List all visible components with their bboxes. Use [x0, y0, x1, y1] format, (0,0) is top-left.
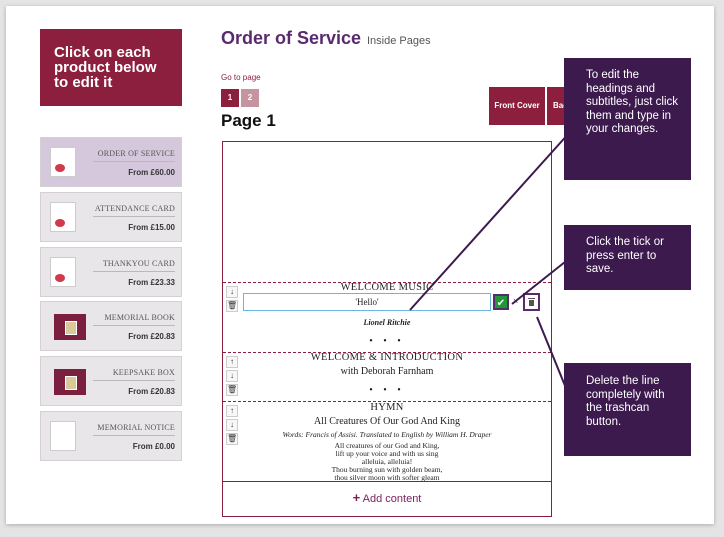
front-cover-tab[interactable]: Front Cover: [489, 87, 545, 125]
product-price: From £60.00: [128, 168, 175, 177]
product-name: MEMORIAL NOTICE: [97, 423, 175, 432]
section-heading[interactable]: WELCOME MUSIC: [340, 282, 434, 293]
artist-line[interactable]: Lionel Ritchie: [363, 318, 411, 327]
delete-block-icon[interactable]: 🗑: [226, 300, 238, 312]
product-thankyou-card[interactable]: THANKYOU CARD From £23.33: [40, 247, 182, 297]
attendance-card-thumbnail: [50, 202, 76, 232]
section-heading[interactable]: WELCOME & INTRODUCTION: [310, 352, 464, 363]
thankyou-card-thumbnail: [50, 257, 76, 287]
page-editor: ↓ 🗑 WELCOME MUSIC 'Hello' ✔ × Lionel Rit…: [222, 141, 552, 517]
order-of-service-thumbnail: [50, 147, 76, 177]
memorial-book-thumbnail: [54, 314, 86, 340]
tooltip-edit-headings: To edit the headings and subtitles, just…: [564, 58, 691, 180]
add-content-button[interactable]: + Add content: [223, 481, 551, 513]
product-name: ATTENDANCE CARD: [94, 204, 175, 213]
delete-block-icon[interactable]: 🗑: [226, 384, 238, 396]
go-to-page-label: Go to page: [221, 73, 261, 82]
page-2-button[interactable]: 2: [241, 89, 259, 107]
product-price: From £23.33: [128, 278, 175, 287]
tooltip-save: Click the tick or press enter to save.: [564, 225, 691, 290]
move-down-icon[interactable]: ↓: [226, 286, 238, 298]
cancel-edit-button[interactable]: ×: [513, 296, 519, 306]
divider-dots: • • •: [369, 385, 405, 396]
verse-line[interactable]: alleluia, alleluia!: [361, 457, 413, 466]
move-down-icon[interactable]: ↓: [226, 419, 238, 431]
memorial-notice-thumbnail: [50, 421, 76, 451]
content-block-welcome: [223, 352, 551, 400]
product-price: From £15.00: [128, 223, 175, 232]
verse-line[interactable]: All creatures of our God and King,: [334, 441, 440, 450]
product-price: From £20.83: [128, 332, 175, 341]
product-name: ORDER OF SERVICE: [97, 149, 175, 158]
move-down-icon[interactable]: ↓: [226, 370, 238, 382]
instruction-banner: Click on each product below to edit it: [40, 29, 182, 106]
page-1-button[interactable]: 1: [221, 89, 239, 107]
product-keepsake-box[interactable]: KEEPSAKE BOX From £20.83: [40, 356, 182, 406]
product-name: KEEPSAKE BOX: [112, 368, 175, 377]
confirm-tick-button[interactable]: ✔: [493, 294, 509, 310]
verse-line[interactable]: Thou burning sun with golden beam,: [331, 465, 443, 474]
delete-block-icon[interactable]: 🗑: [226, 433, 238, 445]
current-page-heading: Page 1: [221, 111, 276, 130]
product-price: From £0.00: [132, 442, 175, 451]
verse-line[interactable]: lift up your voice and with us sing: [335, 449, 439, 458]
product-name: MEMORIAL BOOK: [104, 313, 175, 322]
move-up-icon[interactable]: ↑: [226, 356, 238, 368]
product-name: THANKYOU CARD: [102, 259, 175, 268]
section-heading[interactable]: HYMN: [370, 402, 404, 413]
tooltip-delete: Delete the line completely with the tras…: [564, 363, 691, 456]
keepsake-box-thumbnail: [54, 369, 86, 395]
product-memorial-book[interactable]: MEMORIAL BOOK From £20.83: [40, 301, 182, 351]
product-order-of-service[interactable]: ORDER OF SERVICE From £60.00: [40, 137, 182, 187]
product-memorial-notice[interactable]: MEMORIAL NOTICE From £0.00: [40, 411, 182, 461]
hymn-credit[interactable]: Words: Francis of Assisi. Translated to …: [282, 430, 492, 439]
content-block-hymn: [223, 401, 551, 481]
trashcan-icon[interactable]: [523, 293, 540, 311]
verse-line[interactable]: thou silver moon with softer gleam: [334, 473, 440, 482]
plus-icon: +: [352, 490, 361, 505]
content-block-welcome-music: [223, 282, 551, 352]
add-content-label: Add content: [362, 493, 422, 505]
product-attendance-card[interactable]: ATTENDANCE CARD From £15.00: [40, 192, 182, 242]
divider-dots: • • •: [369, 336, 405, 347]
move-up-icon[interactable]: ↑: [226, 405, 238, 417]
product-price: From £20.83: [128, 387, 175, 396]
page-subtitle: Inside Pages: [367, 35, 431, 47]
section-line[interactable]: with Deborah Farnham: [340, 366, 434, 377]
line-edit-input[interactable]: 'Hello': [243, 293, 491, 311]
hymn-title[interactable]: All Creatures Of Our God And King: [313, 416, 461, 427]
page-title: Order of Service: [221, 28, 362, 48]
